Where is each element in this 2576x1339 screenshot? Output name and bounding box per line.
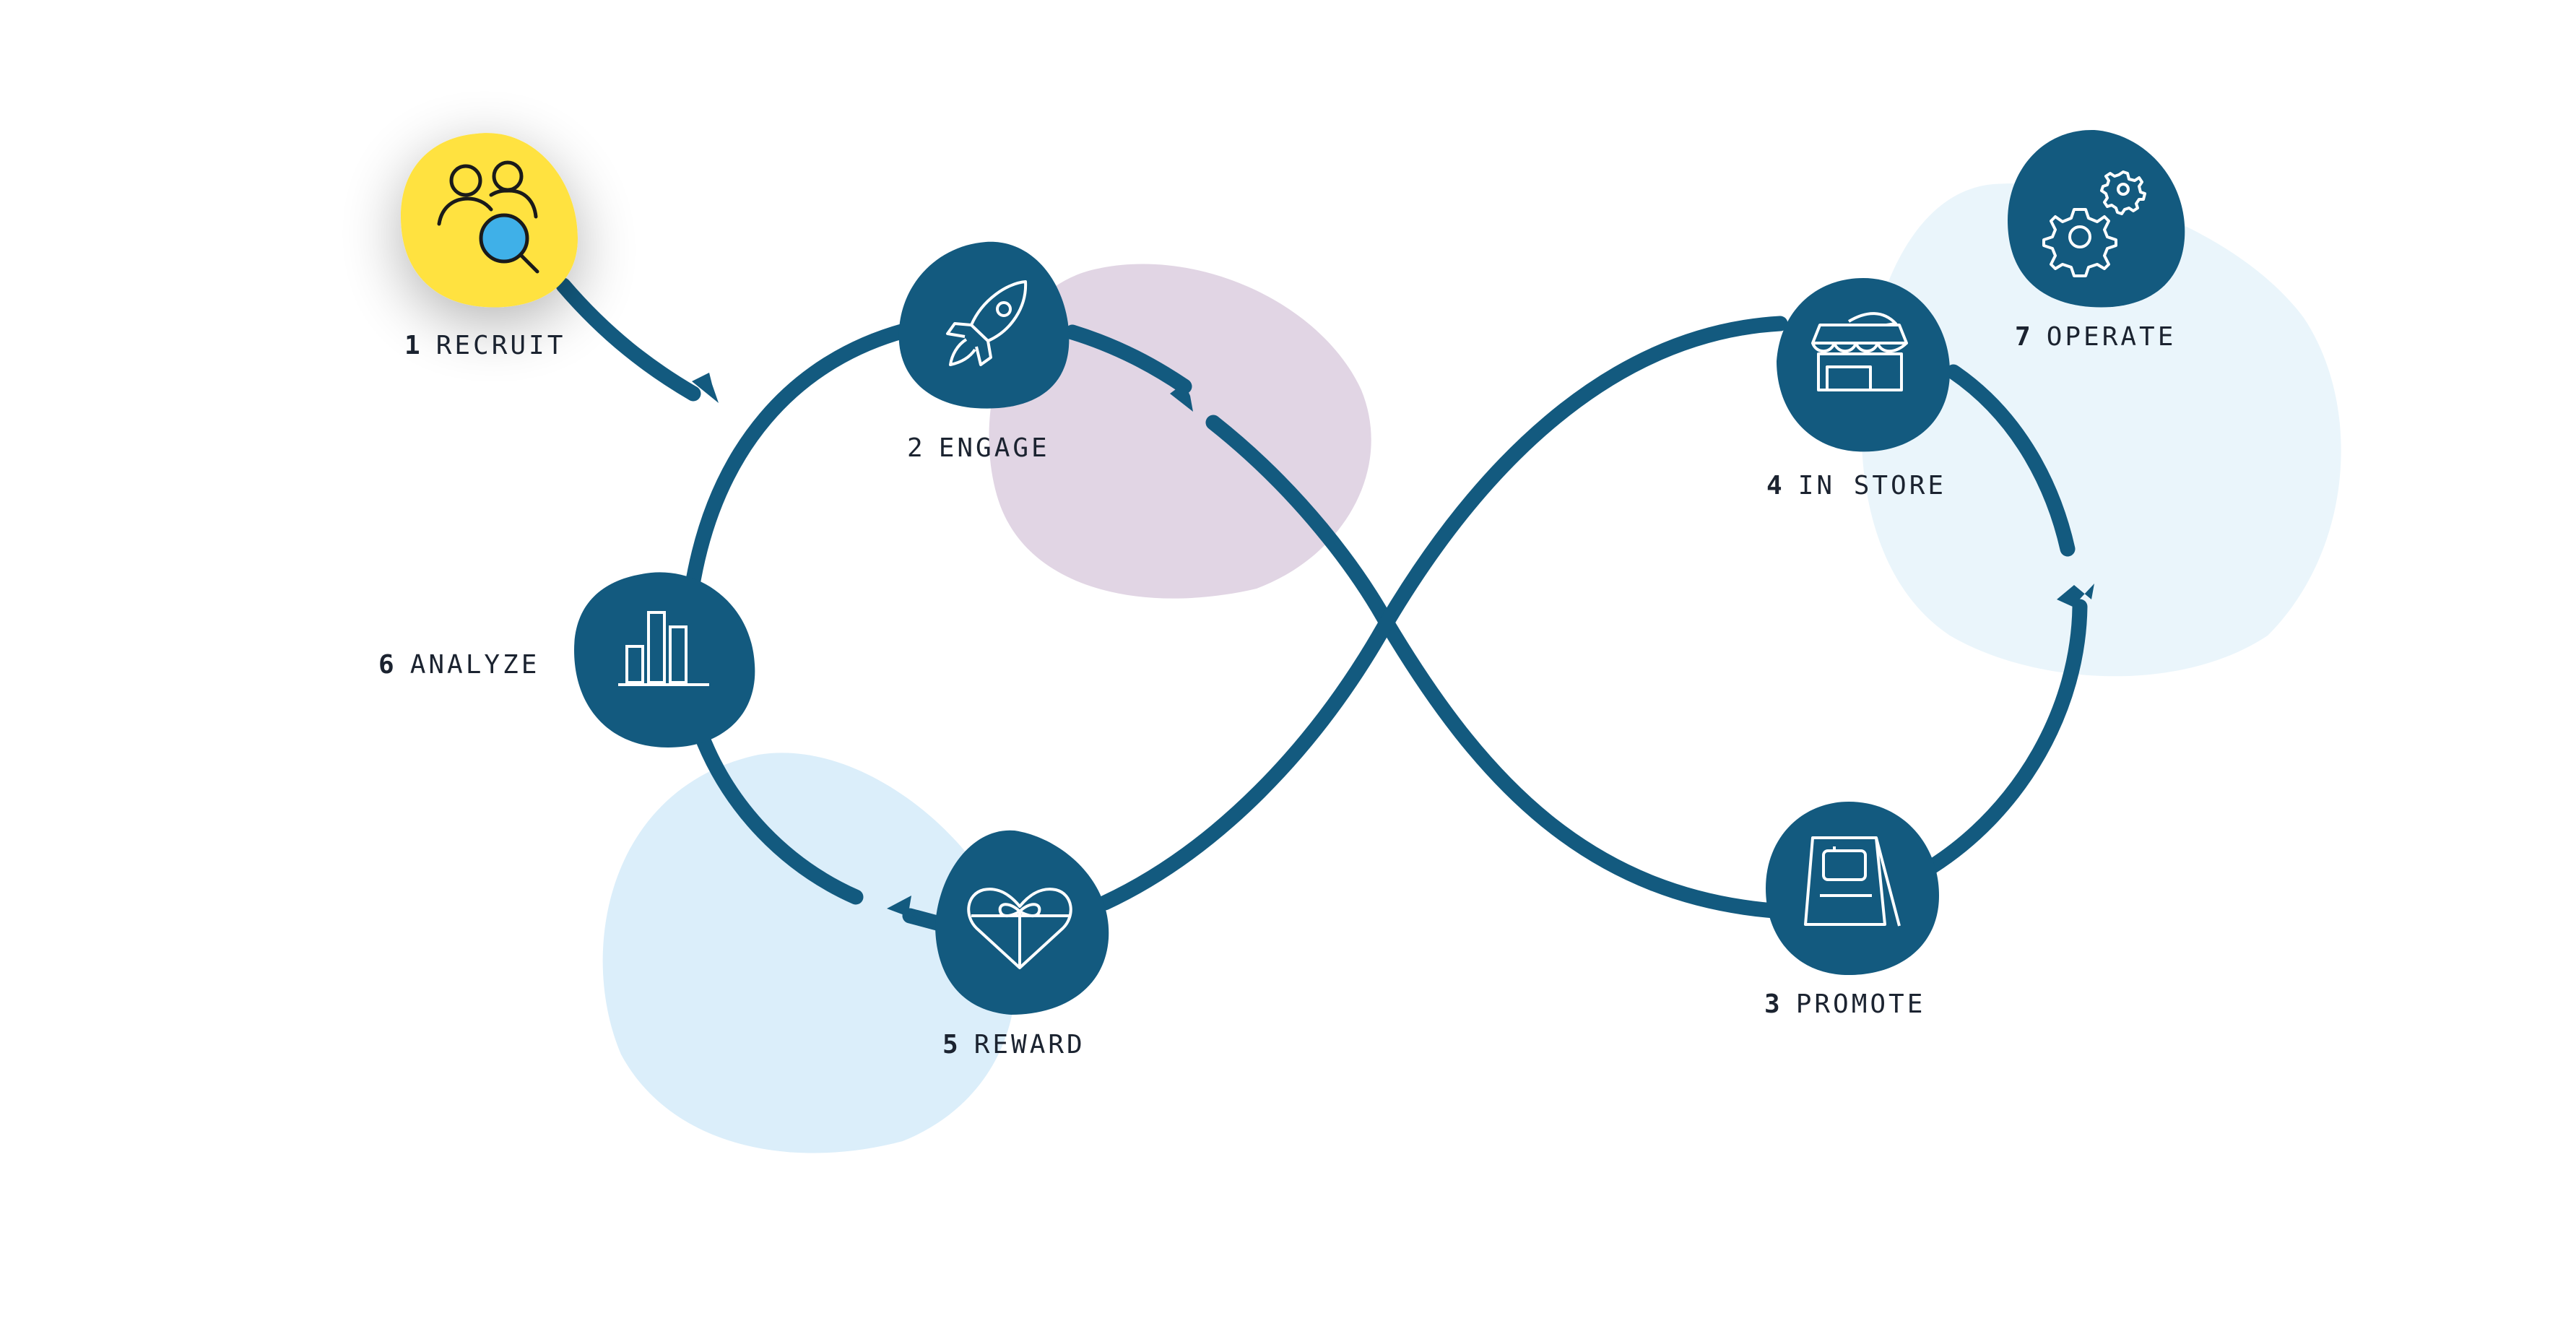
- node-instore[interactable]: [1777, 278, 1950, 452]
- label-reward-number: 5: [942, 1030, 961, 1060]
- path-promote-to-operate: [1924, 599, 2088, 875]
- path-instore-to-operate: [1946, 364, 2076, 557]
- label-engage-number: 2: [907, 433, 926, 463]
- path-analyze-to-engage: [684, 323, 912, 597]
- node-engage[interactable]: [898, 241, 1070, 409]
- path-crossing-to-reward: [1097, 615, 1395, 911]
- label-analyze-text: ANALYZE: [410, 650, 540, 680]
- gears-icon: [2042, 170, 2146, 277]
- sandwich-board-sign-icon: [1804, 836, 1901, 927]
- label-instore: 4 IN STORE: [1766, 471, 1946, 500]
- bar-chart-icon: [618, 611, 709, 686]
- label-operate-text: OPERATE: [2047, 322, 2177, 352]
- arrow-engage-crossing: [1170, 383, 1193, 412]
- arrow-promote-operate: [2057, 584, 2094, 607]
- label-operate: 7 OPERATE: [2015, 322, 2176, 352]
- label-reward-text: REWARD: [974, 1030, 1085, 1060]
- path-engage-to-arrow: [1064, 324, 1192, 394]
- label-recruit-text: RECRUIT: [436, 331, 566, 360]
- label-operate-number: 7: [2015, 322, 2034, 352]
- arrow-reward-analyze: [887, 896, 921, 922]
- rocket-icon: [946, 280, 1028, 366]
- label-promote-text: PROMOTE: [1796, 989, 1926, 1019]
- label-engage-text: ENGAGE: [939, 433, 1050, 463]
- path-recruit-to-engage: [555, 277, 701, 402]
- label-reward: 5 REWARD: [942, 1030, 1085, 1060]
- label-recruit-number: 1: [404, 331, 423, 360]
- background-blob-lightblue: [1861, 183, 2341, 677]
- label-promote-number: 3: [1764, 989, 1783, 1019]
- label-recruit: 1 RECRUIT: [404, 331, 565, 360]
- label-instore-number: 4: [1766, 471, 1785, 500]
- background-blob-blue: [602, 753, 1016, 1153]
- arrowheads: [692, 373, 2094, 922]
- storefront-icon: [1811, 312, 1908, 391]
- label-analyze: 6 ANALYZE: [378, 650, 539, 680]
- path-engage-to-crossing: [1205, 415, 1395, 630]
- label-promote: 3 PROMOTE: [1764, 989, 1925, 1019]
- gift-heart-icon: [967, 888, 1072, 969]
- path-crossing-to-promote: [1379, 615, 1792, 919]
- label-instore-text: IN STORE: [1798, 471, 1946, 500]
- label-engage: 2 ENGAGE: [907, 433, 1050, 463]
- background-blob-purple: [989, 264, 1371, 599]
- people-search-icon: [437, 160, 539, 274]
- label-analyze-number: 6: [378, 650, 397, 680]
- arrow-recruit-engage: [692, 373, 719, 403]
- node-reward[interactable]: [935, 830, 1109, 1015]
- path-analyze-to-reward: [693, 725, 864, 905]
- path-crossing-to-instore: [1379, 316, 1788, 630]
- node-operate[interactable]: [2008, 129, 2185, 308]
- node-promote[interactable]: [1766, 802, 1939, 975]
